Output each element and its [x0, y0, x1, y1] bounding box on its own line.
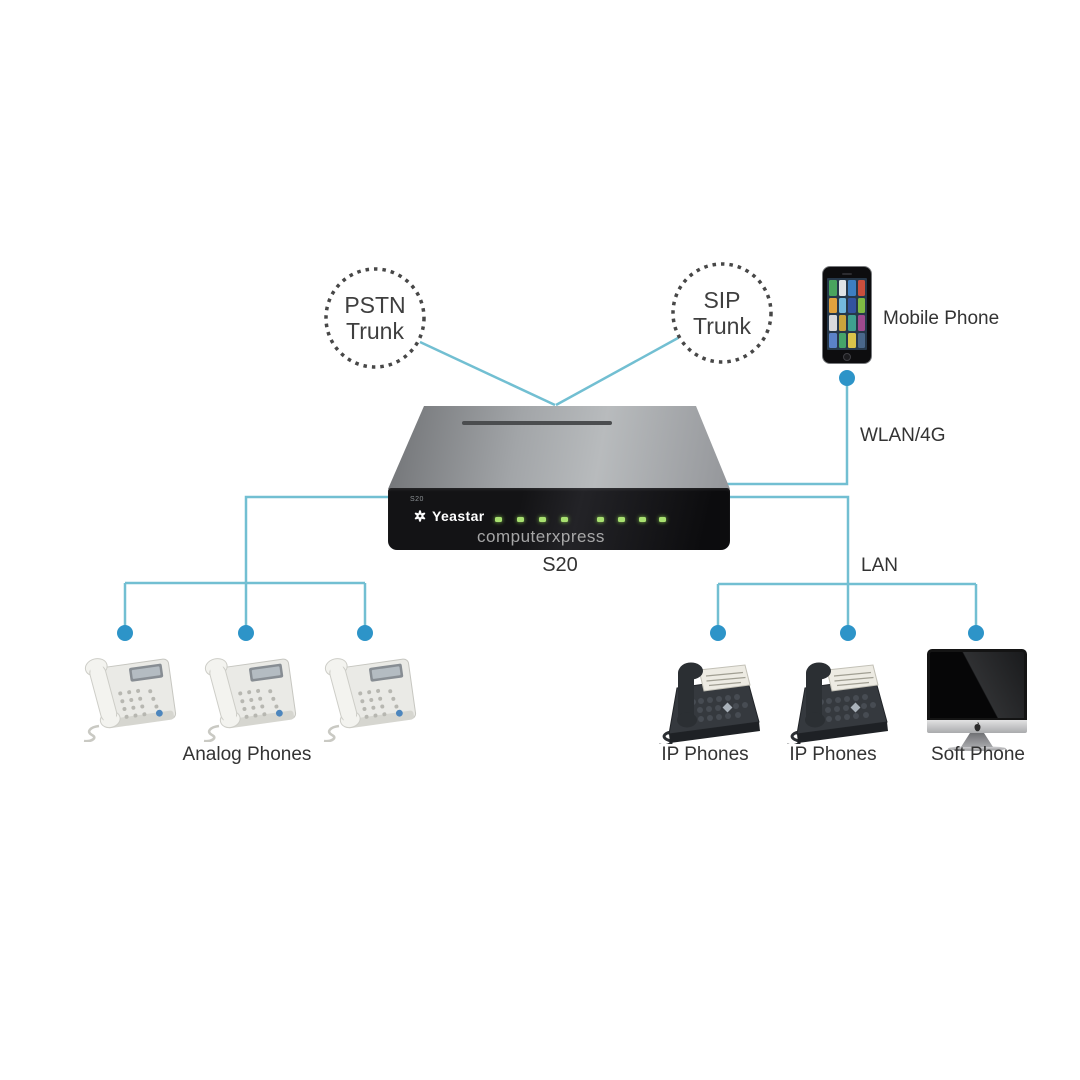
ip-phones-label-2: IP Phones — [789, 744, 877, 765]
imac-base — [948, 746, 1006, 751]
sip-trunk-label: SIP Trunk — [670, 261, 774, 365]
wire-lan-feed — [722, 495, 850, 633]
led-icon — [517, 517, 524, 522]
soft-phone-label: Soft Phone — [930, 744, 1026, 765]
led-icon — [618, 517, 625, 522]
soft-phone-computer-icon — [927, 649, 1027, 751]
analog-phone-icon — [189, 650, 301, 742]
analog-phone-icon — [309, 650, 421, 742]
lan-label: LAN — [861, 555, 898, 576]
wire-sip-to-pbx — [555, 336, 679, 407]
pstn-trunk-node: PSTN Trunk — [323, 266, 427, 370]
imac-screen — [927, 649, 1027, 721]
led-icon — [597, 517, 604, 522]
analog-phones-label: Analog Phones — [182, 744, 312, 765]
dashed-circle-icon — [324, 267, 426, 369]
sip-trunk-label-line1: SIP — [703, 287, 741, 313]
led-icon — [639, 517, 646, 522]
connector-dot — [357, 625, 373, 641]
pbx-device: S20 Yeastar — [388, 402, 730, 550]
wire-wlan — [722, 378, 849, 486]
wire-fxs-feed — [244, 495, 394, 633]
iphone-screen — [827, 278, 867, 350]
apple-logo-icon — [974, 721, 980, 731]
ip-phone-icon — [771, 652, 895, 744]
wlan-4g-label: WLAN/4G — [860, 425, 946, 446]
yeastar-logo: Yeastar — [412, 508, 485, 524]
imac-chin — [927, 720, 1027, 733]
sip-trunk-label-line2: Trunk — [693, 313, 751, 339]
pbx-top-surface — [388, 406, 730, 489]
iphone-home-button — [843, 353, 851, 361]
watermark-text: computerxpress — [477, 527, 605, 546]
mobile-phone-label: Mobile Phone — [883, 308, 1000, 329]
connector-dot — [117, 625, 133, 641]
yeastar-flower-icon — [414, 510, 426, 522]
pbx-model-label: S20 — [542, 554, 578, 576]
wire-paths — [123, 336, 978, 633]
sip-trunk-node: SIP Trunk — [670, 261, 774, 365]
ip-phones-label-1: IP Phones — [661, 744, 749, 765]
pbx-brand-text: Yeastar — [432, 508, 485, 524]
led-icon — [495, 517, 502, 522]
connector-dot — [968, 625, 984, 641]
dashed-circle-icon — [671, 262, 773, 364]
imac-stand — [961, 733, 993, 747]
iphone-earpiece — [842, 273, 852, 275]
pbx-front-panel: S20 Yeastar — [388, 488, 730, 550]
led-icon — [539, 517, 546, 522]
wire-pstn-to-pbx — [419, 340, 556, 407]
connector-dots — [117, 370, 984, 641]
connector-dot — [710, 625, 726, 641]
ip-phone-icon — [643, 652, 767, 744]
led-icon — [659, 517, 666, 522]
connector-dot — [238, 625, 254, 641]
connector-dot — [840, 625, 856, 641]
mobile-phone-icon — [822, 266, 872, 364]
pstn-trunk-label: PSTN Trunk — [323, 266, 427, 370]
led-icon — [561, 517, 568, 522]
pbx-vent-slot — [462, 421, 612, 425]
pstn-trunk-label-line1: PSTN — [344, 292, 406, 318]
pstn-trunk-label-line2: Trunk — [346, 318, 404, 344]
connector-dot — [839, 370, 855, 386]
pbx-model-print: S20 — [410, 496, 424, 503]
analog-phone-icon — [69, 650, 181, 742]
